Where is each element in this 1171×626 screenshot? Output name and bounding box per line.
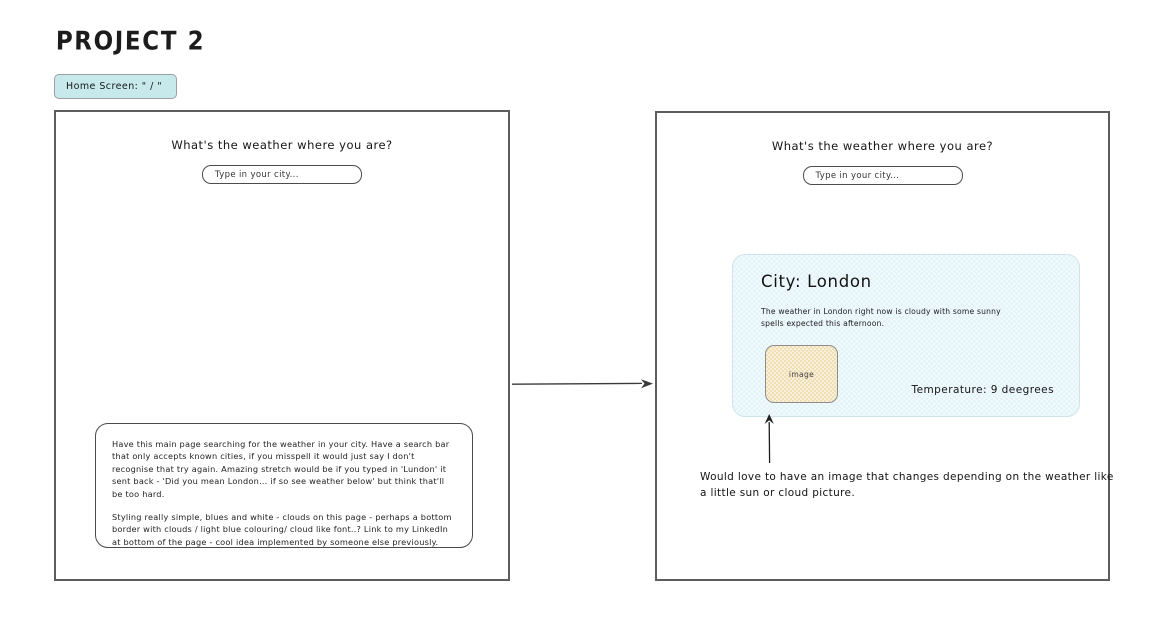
weather-image-callout-note: Would love to have an image that changes… [700, 471, 1114, 499]
flow-arrow-icon [511, 376, 654, 390]
callout-arrow-up-icon [760, 414, 780, 464]
page-title: PROJECT 2 [55, 27, 206, 57]
wireframe-panel-weather-result[interactable]: What's the weather where you are? Type i… [655, 111, 1110, 581]
design-note-paragraph-2: Styling really simple, blues and white -… [112, 512, 452, 547]
weather-card-temperature: Temperature: 9 deegrees [911, 384, 1054, 396]
weather-image-placeholder: image [765, 345, 838, 403]
weather-card-city-title: City: London [761, 272, 872, 291]
weather-image-placeholder-label: image [788, 369, 815, 379]
city-search-input[interactable]: Type in your city... [202, 165, 362, 184]
screen-route-tag-label: Home Screen: " / " [66, 81, 163, 92]
design-note-paragraph-1: Have this main page searching for the we… [112, 439, 450, 499]
city-search-placeholder-result: Type in your city... [815, 170, 900, 181]
weather-result-card: City: London The weather in London right… [732, 254, 1080, 417]
result-heading: What's the weather where you are? [771, 139, 994, 153]
city-search-input-result[interactable]: Type in your city... [802, 166, 963, 185]
weather-card-description: The weather in London right now is cloud… [761, 307, 1001, 328]
home-heading: What's the weather where you are? [171, 138, 393, 152]
city-search-placeholder: Type in your city... [215, 169, 299, 180]
wireframe-panel-home-screen[interactable]: What's the weather where you are? Type i… [54, 110, 510, 581]
screen-route-tag: Home Screen: " / " [54, 74, 178, 99]
design-notes-box: Have this main page searching for the we… [95, 423, 473, 548]
